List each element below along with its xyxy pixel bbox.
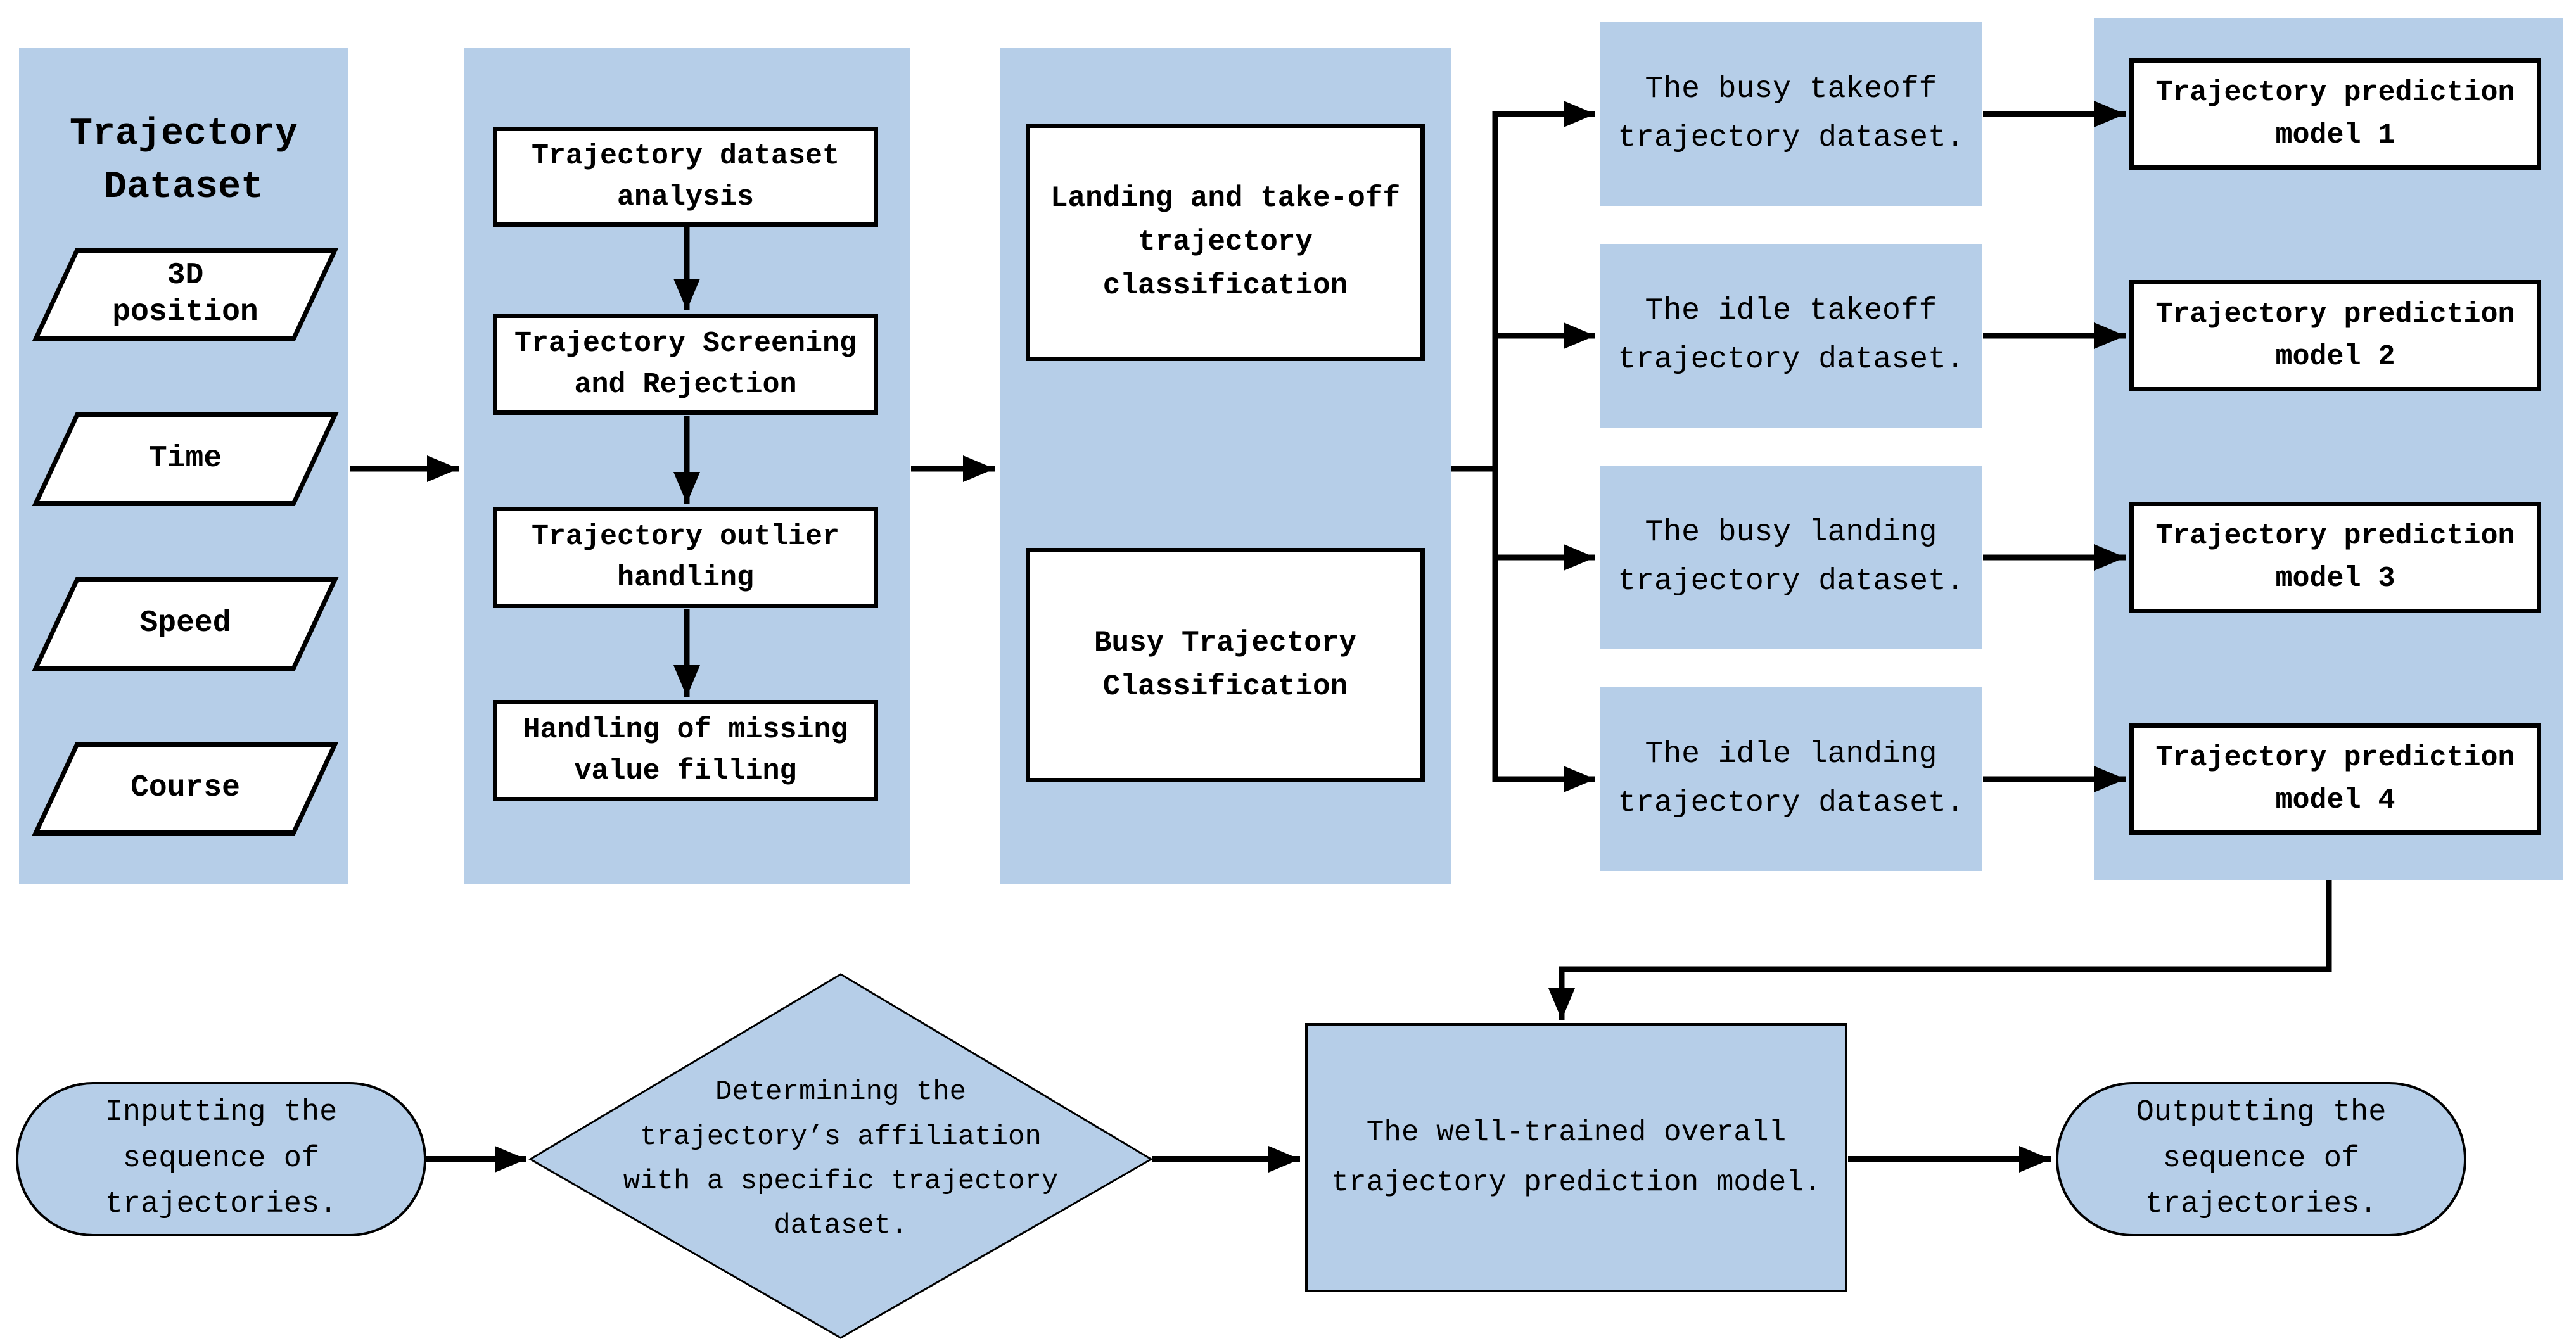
arrow-models-to-overall-model [1548, 880, 2332, 1020]
parallelogram-label: 3D position [112, 258, 258, 329]
dataset-box-busy-landing: The busy landing trajectory dataset. [1600, 466, 1982, 649]
panel-preprocessing: Trajectory dataset analysis Trajectory S… [464, 48, 910, 884]
model-box-2: Trajectory prediction model 2 [2129, 280, 2541, 391]
parallelogram-label: Speed [139, 606, 231, 641]
dataset-box-busy-takeoff: The busy takeoff trajectory dataset. [1600, 22, 1982, 206]
preprocessing-step-2: Trajectory Screening and Rejection [493, 314, 878, 415]
model-box-4: Trajectory prediction model 4 [2129, 723, 2541, 835]
panel-classification: Landing and take-off trajectory classifi… [1000, 48, 1451, 884]
input-stadium: Inputting the sequence of trajectories. [16, 1082, 426, 1236]
dataset-box-idle-takeoff: The idle takeoff trajectory dataset. [1600, 244, 1982, 428]
preprocessing-step-1: Trajectory dataset analysis [493, 127, 878, 227]
model-box-3: Trajectory prediction model 3 [2129, 502, 2541, 613]
parallelogram-label: Time [148, 442, 222, 476]
parallelogram-label: Course [131, 771, 240, 806]
preprocessing-step-4: Handling of missing value filling [493, 700, 878, 801]
classification-step-2: Busy Trajectory Classification [1026, 548, 1425, 782]
parallelogram-time: Time [32, 412, 339, 506]
model-box-1: Trajectory prediction model 1 [2129, 58, 2541, 170]
classification-step-1: Landing and take-off trajectory classifi… [1026, 124, 1425, 361]
well-trained-model-box: The well-trained overall trajectory pred… [1305, 1023, 1847, 1292]
dataset-box-idle-landing: The idle landing trajectory dataset. [1600, 687, 1982, 871]
panel-trajectory-dataset: Trajectory Dataset 3D position Time Spee… [19, 48, 348, 884]
trajectory-dataset-title: Trajectory Dataset [69, 113, 298, 209]
parallelogram-course: Course [32, 742, 339, 836]
parallelogram-speed: Speed [32, 577, 339, 671]
decision-diamond-label: Determining the trajectory’s affiliation… [623, 1076, 1059, 1242]
panel-models: Trajectory prediction model 1 Trajectory… [2094, 18, 2563, 880]
parallelogram-3d-position: 3D position [32, 248, 339, 341]
preprocessing-step-3: Trajectory outlier handling [493, 507, 878, 608]
output-stadium: Outputting the sequence of trajectories. [2056, 1082, 2466, 1236]
